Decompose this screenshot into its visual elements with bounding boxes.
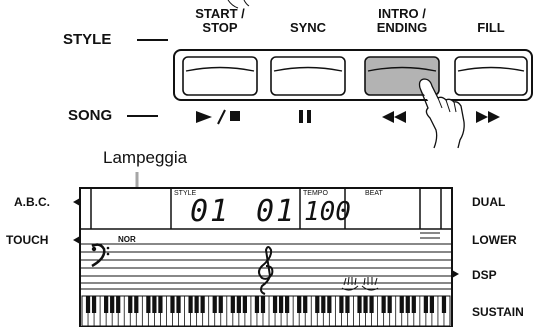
intro-ending-label: INTRO / ENDING [376,6,428,35]
black-key [188,296,193,313]
lcd-tempo-value: 100 [304,197,351,227]
black-key [345,296,350,313]
black-key [176,296,181,313]
black-key [158,296,163,313]
fill-label: FILL [477,20,505,35]
button-panel [173,49,533,101]
black-key [85,296,91,313]
touch-label: TOUCH [6,233,49,247]
annotation-label: Lampeggia [103,148,188,167]
lcd-style-label: STYLE [174,190,197,197]
black-key [405,296,410,313]
black-key [110,296,115,313]
black-key [152,296,157,313]
black-key [441,296,447,313]
style-row-label: STYLE [63,31,112,48]
black-key [230,296,235,313]
black-key [369,296,374,313]
black-key [134,296,139,313]
black-key [218,296,223,313]
black-key [170,296,175,313]
black-key [423,296,428,313]
lcd-measure-number: 01 [256,194,297,229]
black-key [429,296,435,313]
abc-label: A.B.C. [14,195,50,209]
black-key [242,296,247,313]
black-key [212,296,217,313]
lcd-tempo-label: TEMPO [303,190,328,197]
black-key [297,296,302,313]
lcd-nor-label: NOR [118,235,136,244]
black-key [411,296,416,313]
black-key [357,296,362,313]
pressing-hand-icon [418,78,465,149]
hands-icon [341,276,379,291]
black-key [303,296,308,313]
button-sync[interactable] [270,56,346,96]
button-start-stop[interactable] [182,56,258,96]
black-key [200,296,205,313]
black-key [285,296,290,313]
black-key [381,296,386,313]
dsp-label: DSP [472,268,497,282]
play-stop-icon [196,109,240,125]
black-key [260,296,266,313]
rewind-icon [382,111,406,123]
song-row-label: SONG [68,107,113,124]
keyboard-display [81,295,451,327]
black-key [321,296,326,313]
hand-fragment-icon [227,0,239,9]
fast-forward-icon [476,111,500,123]
black-key [91,296,97,313]
black-key [128,296,133,313]
bass-clef-icon [91,243,110,268]
lcd-style-number: 01 [190,194,231,229]
black-key [327,296,332,313]
black-key [194,296,199,313]
black-key [315,296,320,313]
pause-icon [299,110,311,123]
black-key [399,296,404,313]
dual-label: DUAL [472,195,506,209]
black-key [339,296,344,313]
black-key [254,296,260,313]
start-stop-label: START / STOP [195,6,245,35]
black-key [116,296,121,313]
black-key [278,296,284,313]
treble-clef-icon [258,246,274,295]
music-staff [80,243,452,290]
black-key [146,296,151,313]
black-key [363,296,368,313]
black-key [272,296,278,313]
sustain-label: SUSTAIN [472,305,524,319]
black-key [104,296,109,313]
lower-label: LOWER [472,233,517,247]
lcd-beat-label: BEAT [365,190,383,197]
black-key [236,296,241,313]
black-key [387,296,392,313]
button-fill[interactable] [454,56,528,96]
sync-label: SYNC [289,20,327,35]
